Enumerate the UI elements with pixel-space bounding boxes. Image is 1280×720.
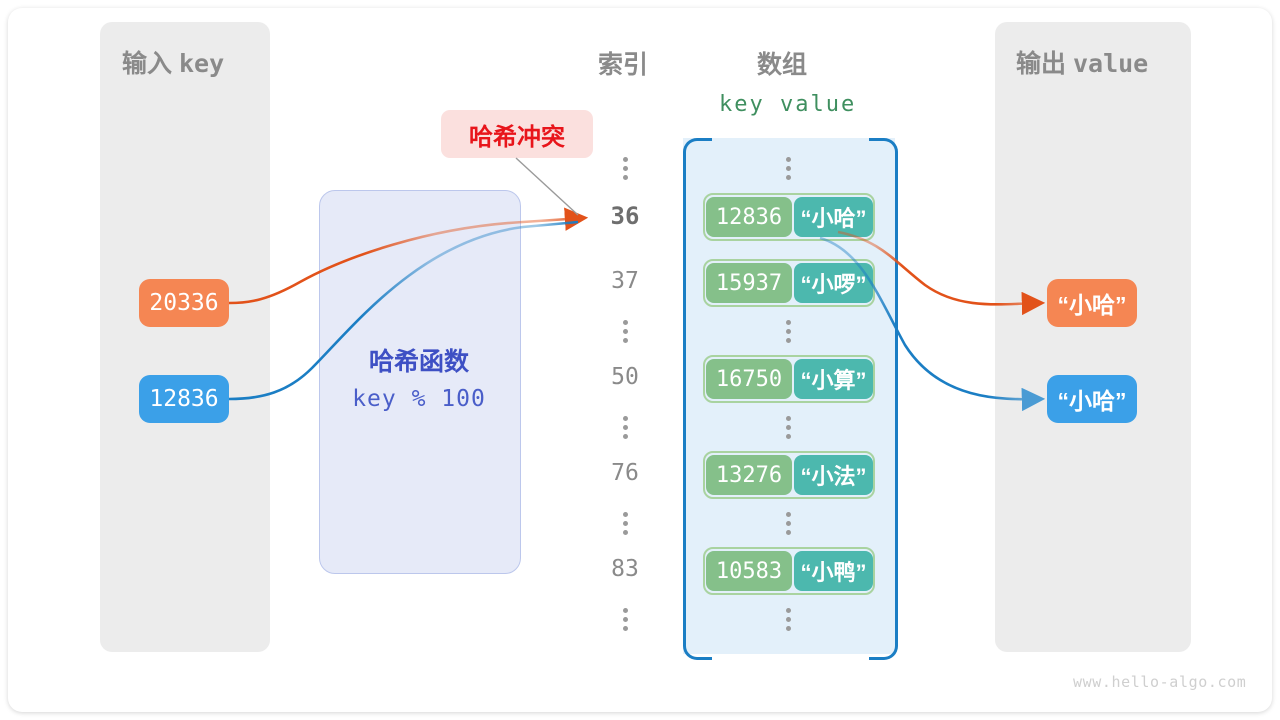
hash-function-title: 哈希函数 bbox=[368, 348, 469, 376]
index-label: 83 bbox=[611, 556, 639, 582]
array-ellipsis-icon bbox=[753, 416, 823, 443]
output-value-pill: “小哈” bbox=[1047, 279, 1137, 327]
collision-leader-line bbox=[515, 157, 579, 216]
wire-orange-output bbox=[837, 230, 1046, 316]
input-key-pill: 20336 bbox=[139, 279, 229, 327]
bucket-entry: 10583“小鸭” bbox=[703, 547, 875, 595]
output-panel bbox=[995, 22, 1191, 652]
input-panel-title-mono: key bbox=[178, 49, 225, 78]
wire-blue-output bbox=[819, 236, 1046, 412]
bucket-value-cell: “小法” bbox=[794, 455, 873, 495]
hash-function-expression: key % 100 bbox=[352, 386, 486, 412]
index-label: 37 bbox=[611, 268, 639, 294]
bucket-entry: 16750“小算” bbox=[703, 355, 875, 403]
array-ellipsis-icon bbox=[753, 320, 823, 347]
index-ellipsis-icon bbox=[590, 512, 660, 539]
hash-collision-callout: 哈希冲突 bbox=[441, 110, 593, 158]
index-label: 50 bbox=[611, 364, 639, 390]
hash-function-box bbox=[319, 190, 521, 574]
wire-blue-input bbox=[228, 220, 579, 401]
array-ellipsis-icon bbox=[753, 157, 823, 184]
watermark: www.hello-algo.com bbox=[1073, 673, 1247, 691]
array-ellipsis-icon bbox=[753, 512, 823, 539]
wire-orange-input bbox=[228, 207, 589, 305]
array-column-heading: 数组 bbox=[757, 51, 808, 79]
bucket-key-cell: 10583 bbox=[706, 551, 792, 591]
index-ellipsis-icon bbox=[590, 416, 660, 443]
index-column-heading: 索引 bbox=[598, 51, 649, 79]
bucket-key-cell: 13276 bbox=[706, 455, 792, 495]
index-ellipsis-icon bbox=[590, 608, 660, 635]
bucket-value-cell: “小啰” bbox=[794, 263, 873, 303]
index-label: 76 bbox=[611, 460, 639, 486]
bucket-entry: 13276“小法” bbox=[703, 451, 875, 499]
bucket-value-cell: “小算” bbox=[794, 359, 873, 399]
index-ellipsis-icon bbox=[590, 320, 660, 347]
bucket-value-cell: “小鸭” bbox=[794, 551, 873, 591]
bucket-key-cell: 16750 bbox=[706, 359, 792, 399]
output-panel-title-cn: 输出 bbox=[1016, 50, 1067, 78]
input-key-pill: 12836 bbox=[139, 375, 229, 423]
bucket-value-cell: “小哈” bbox=[794, 197, 873, 237]
bucket-key-cell: 12836 bbox=[706, 197, 792, 237]
bucket-entry: 15937“小啰” bbox=[703, 259, 875, 307]
index-label: 36 bbox=[610, 202, 640, 230]
bucket-entry: 12836“小哈” bbox=[703, 193, 875, 241]
output-panel-title: 输出 value bbox=[1016, 44, 1148, 80]
array-bracket-right-icon bbox=[869, 138, 898, 660]
output-panel-title-mono: value bbox=[1072, 49, 1149, 78]
output-value-pill: “小哈” bbox=[1047, 375, 1137, 423]
index-ellipsis-icon bbox=[590, 157, 660, 184]
input-panel-title-cn: 输入 bbox=[122, 50, 173, 78]
bucket-key-cell: 15937 bbox=[706, 263, 792, 303]
key-value-heading: key value bbox=[719, 92, 857, 117]
array-bracket-left-icon bbox=[683, 138, 712, 660]
input-panel-title: 输入 key bbox=[122, 44, 224, 80]
array-ellipsis-icon bbox=[753, 608, 823, 635]
input-panel bbox=[100, 22, 270, 652]
